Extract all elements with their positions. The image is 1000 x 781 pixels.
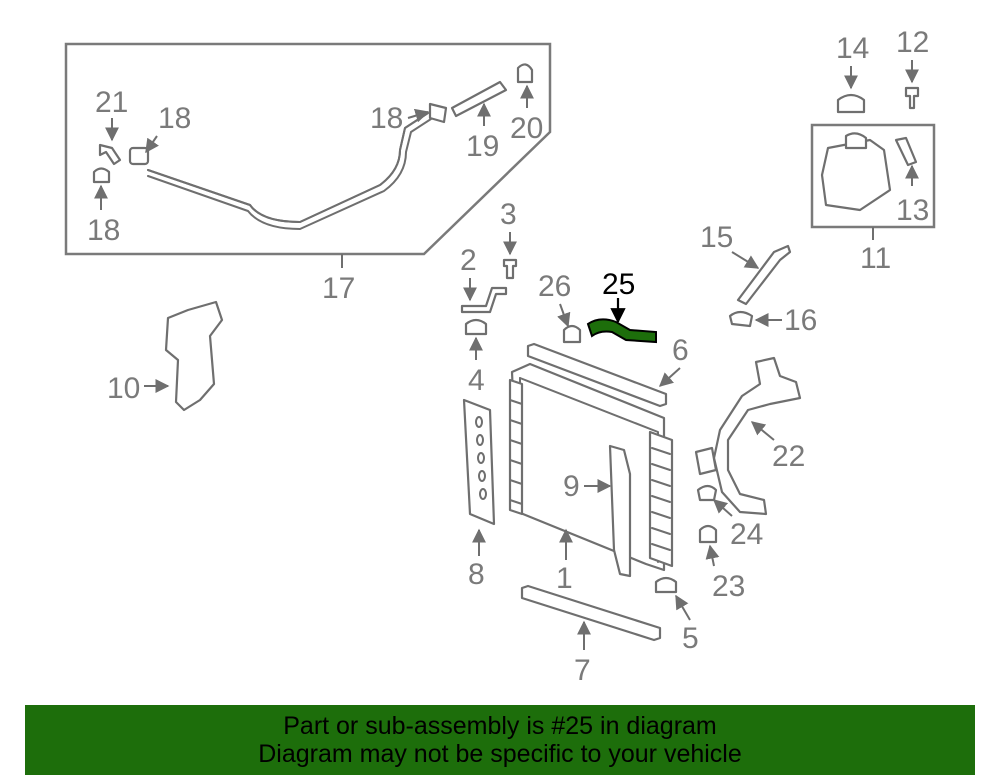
label-14: 14	[836, 32, 869, 65]
label-15: 15	[700, 221, 733, 254]
parts-diagram: 17 21 18 18 18 19 20 11 14 12 13 15 16 3…	[64, 26, 936, 687]
label-10: 10	[107, 372, 140, 405]
bolt-12	[904, 86, 920, 110]
label-12: 12	[896, 26, 929, 59]
reservoir-cap	[836, 93, 866, 114]
deflector-9	[608, 444, 632, 578]
hose-15	[736, 244, 792, 306]
label-5: 5	[682, 622, 699, 655]
deflector-8-holes	[475, 416, 487, 500]
info-banner: Part or sub-assembly is #25 in diagram D…	[25, 705, 975, 775]
label-17: 17	[322, 272, 355, 305]
clamp-26	[562, 324, 582, 344]
label-20: 20	[510, 112, 543, 145]
clamp-24	[696, 484, 718, 502]
label-13: 13	[896, 194, 929, 227]
label-11: 11	[860, 242, 891, 275]
label-2: 2	[460, 244, 477, 277]
insulator-4	[464, 318, 488, 336]
label-22: 22	[772, 440, 805, 473]
clamp-16	[728, 310, 754, 328]
label-9: 9	[563, 470, 580, 503]
seal-7	[520, 584, 662, 642]
label-18-b: 18	[87, 214, 120, 247]
hose-22	[712, 356, 802, 516]
label-8: 8	[468, 558, 485, 591]
label-4: 4	[468, 364, 485, 397]
label-3: 3	[500, 198, 517, 231]
label-16: 16	[784, 304, 817, 337]
air-baffle-10	[164, 300, 224, 412]
label-1: 1	[556, 562, 573, 595]
bracket-2	[460, 286, 508, 314]
label-21: 21	[95, 86, 128, 119]
hose-22-end	[694, 446, 718, 476]
label-23: 23	[712, 570, 745, 603]
insulator-5	[654, 576, 678, 594]
clamp-23	[698, 524, 718, 544]
hose-25-highlighted	[586, 318, 657, 344]
label-7: 7	[574, 654, 591, 687]
label-24: 24	[730, 518, 763, 551]
label-18-c: 18	[370, 102, 403, 135]
label-26: 26	[538, 270, 571, 303]
label-18-a: 18	[158, 102, 191, 135]
hose-assembly-box	[64, 42, 552, 256]
label-19: 19	[466, 130, 499, 163]
seal-6	[526, 342, 668, 408]
label-6: 6	[672, 334, 689, 367]
banner-line-1: Part or sub-assembly is #25 in diagram	[283, 712, 717, 740]
label-25: 25	[602, 268, 635, 301]
banner-line-2: Diagram may not be specific to your vehi…	[258, 740, 742, 768]
bolt-3	[502, 258, 518, 280]
